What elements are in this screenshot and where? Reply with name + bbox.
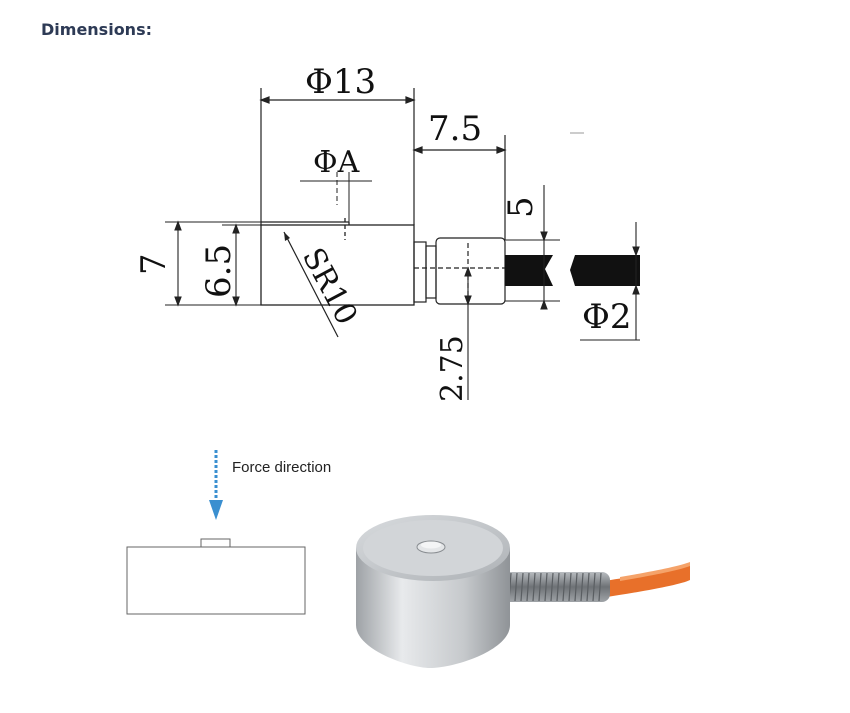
cable-offset-label: 2.75 [435,335,470,402]
force-arrow-icon [209,450,223,520]
cable-diameter-dimension [580,222,640,341]
cable-height-label: 5 [501,196,541,218]
button-diameter-dimension [300,172,372,225]
height-dimensions [165,220,261,307]
page-title: Dimensions: [41,20,152,39]
cable-offset-dimension [464,266,472,400]
button-diameter-label: ΦA [313,145,360,180]
product-photo [356,515,690,668]
sphere-radius-label: SR10 [295,242,364,330]
cable-height-dimension [505,185,560,310]
offset-dimension [412,135,507,240]
force-direction-label: Force direction [232,459,331,476]
cable-section [505,255,640,286]
offset-length-label: 7.5 [428,109,482,149]
total-height-label: 7 [134,253,174,275]
cable-connector [413,237,506,305]
outer-diameter-dimension [259,88,416,225]
body-height-label: 6.5 [199,244,239,298]
cable-diameter-label: Φ2 [582,297,632,337]
sr-leader [283,231,339,338]
force-diagram-body [126,538,306,615]
outer-diameter-label: Φ13 [305,62,376,102]
